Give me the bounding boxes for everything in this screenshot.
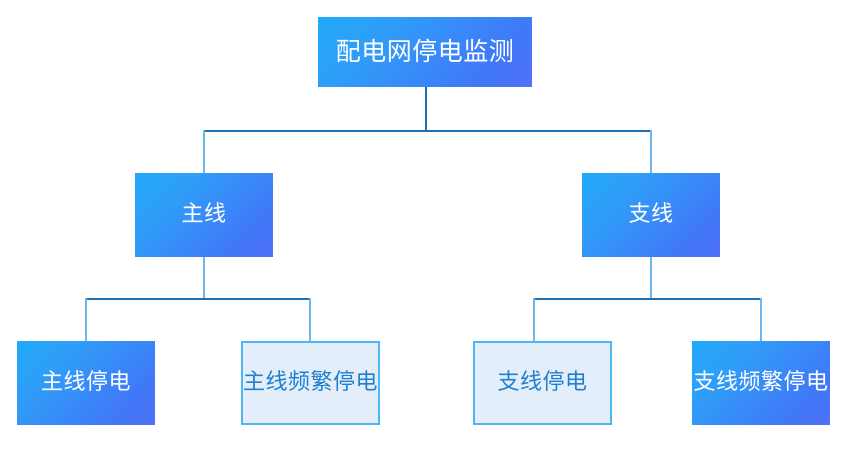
node-mainline-outage-label: 主线停电: [40, 369, 131, 395]
connector-drop-branchline-outage: [533, 298, 535, 341]
connector-level1-bus: [204, 130, 652, 132]
connector-drop-branchline-frequent-outage: [760, 298, 762, 341]
node-mainline[interactable]: 主线: [135, 173, 273, 257]
node-mainline-frequent-outage-label: 主线频繁停电: [243, 369, 379, 395]
node-mainline-outage[interactable]: 主线停电: [17, 341, 155, 425]
node-branchline-outage-label: 支线停电: [497, 369, 588, 395]
node-branchline[interactable]: 支线: [582, 173, 720, 257]
node-branchline-frequent-outage[interactable]: 支线频繁停电: [692, 341, 830, 425]
connector-drop-mainline: [203, 130, 205, 173]
node-mainline-label: 主线: [181, 201, 227, 227]
node-branchline-frequent-outage-label: 支线频繁停电: [693, 369, 829, 395]
connector-mainline-stem: [203, 257, 205, 299]
node-branchline-outage[interactable]: 支线停电: [473, 341, 612, 425]
connector-branchline-bus: [533, 298, 762, 300]
node-root-label: 配电网停电监测: [335, 37, 515, 67]
connector-drop-branchline: [650, 130, 652, 173]
node-mainline-frequent-outage[interactable]: 主线频繁停电: [241, 341, 380, 425]
connector-mainline-bus: [85, 298, 311, 300]
connector-drop-mainline-outage: [85, 298, 87, 341]
connector-branchline-stem: [650, 257, 652, 299]
connector-root-stem: [425, 87, 427, 131]
node-root-distribution-network-outage-monitoring[interactable]: 配电网停电监测: [318, 17, 532, 87]
connector-drop-mainline-frequent-outage: [309, 298, 311, 341]
node-branchline-label: 支线: [628, 201, 674, 227]
